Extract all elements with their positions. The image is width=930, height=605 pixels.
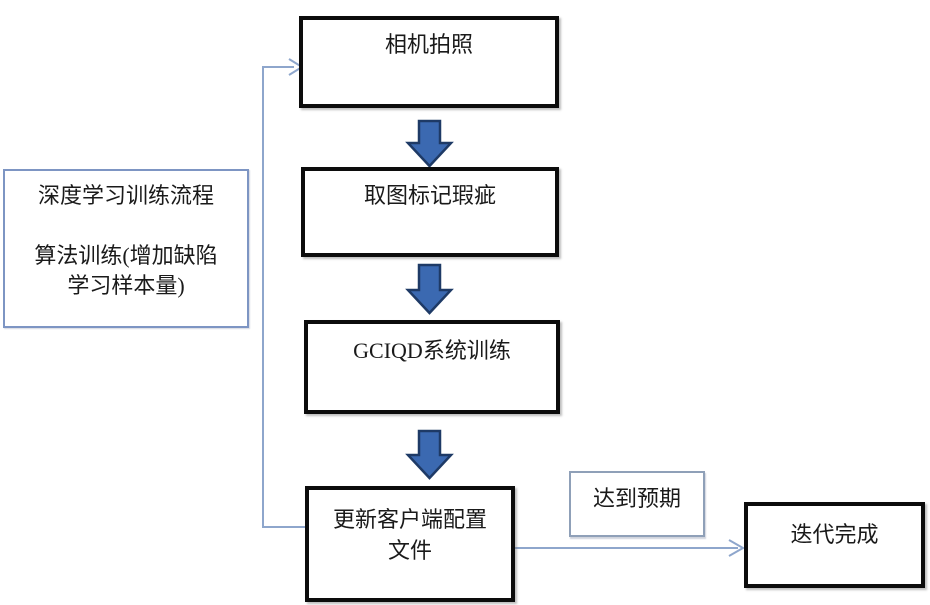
down-arrow-icon-2 xyxy=(405,263,454,315)
branch-arrowhead-icon xyxy=(728,539,746,557)
flow-node-label: 相机拍照 xyxy=(384,32,473,57)
down-arrow-icon-1 xyxy=(405,119,454,168)
flow-node-label: 取图标记瑕疵 xyxy=(363,183,496,208)
flow-node-update-config: 更新客户端配置 文件 xyxy=(305,486,515,602)
flow-node-camera-photo: 相机拍照 xyxy=(299,16,559,108)
note-box-training-process: 深度学习训练流程 算法训练(增加缺陷 学习样本量) xyxy=(3,169,249,328)
note-line2: 算法训练(增加缺陷 xyxy=(34,243,218,268)
down-arrow-icon-3 xyxy=(405,429,454,480)
feedback-connector-line xyxy=(262,66,307,528)
flow-node-label-line1: 更新客户端配置 xyxy=(332,507,487,532)
flow-node-gciqd-training: GCIQD系统训练 xyxy=(304,320,560,414)
flow-node-label: GCIQD系统训练 xyxy=(353,338,511,363)
label-box-expectation-met: 达到预期 xyxy=(569,471,705,537)
flow-node-label: 迭代完成 xyxy=(790,522,879,547)
flow-node-iteration-done: 迭代完成 xyxy=(744,502,925,588)
flow-node-label-line2: 文件 xyxy=(387,538,432,563)
flow-node-mark-defects: 取图标记瑕疵 xyxy=(301,167,559,257)
branch-condition-label: 达到预期 xyxy=(592,486,681,511)
note-blank-line xyxy=(5,211,247,241)
note-line3: 学习样本量) xyxy=(67,273,185,298)
note-line1: 深度学习训练流程 xyxy=(37,183,214,208)
